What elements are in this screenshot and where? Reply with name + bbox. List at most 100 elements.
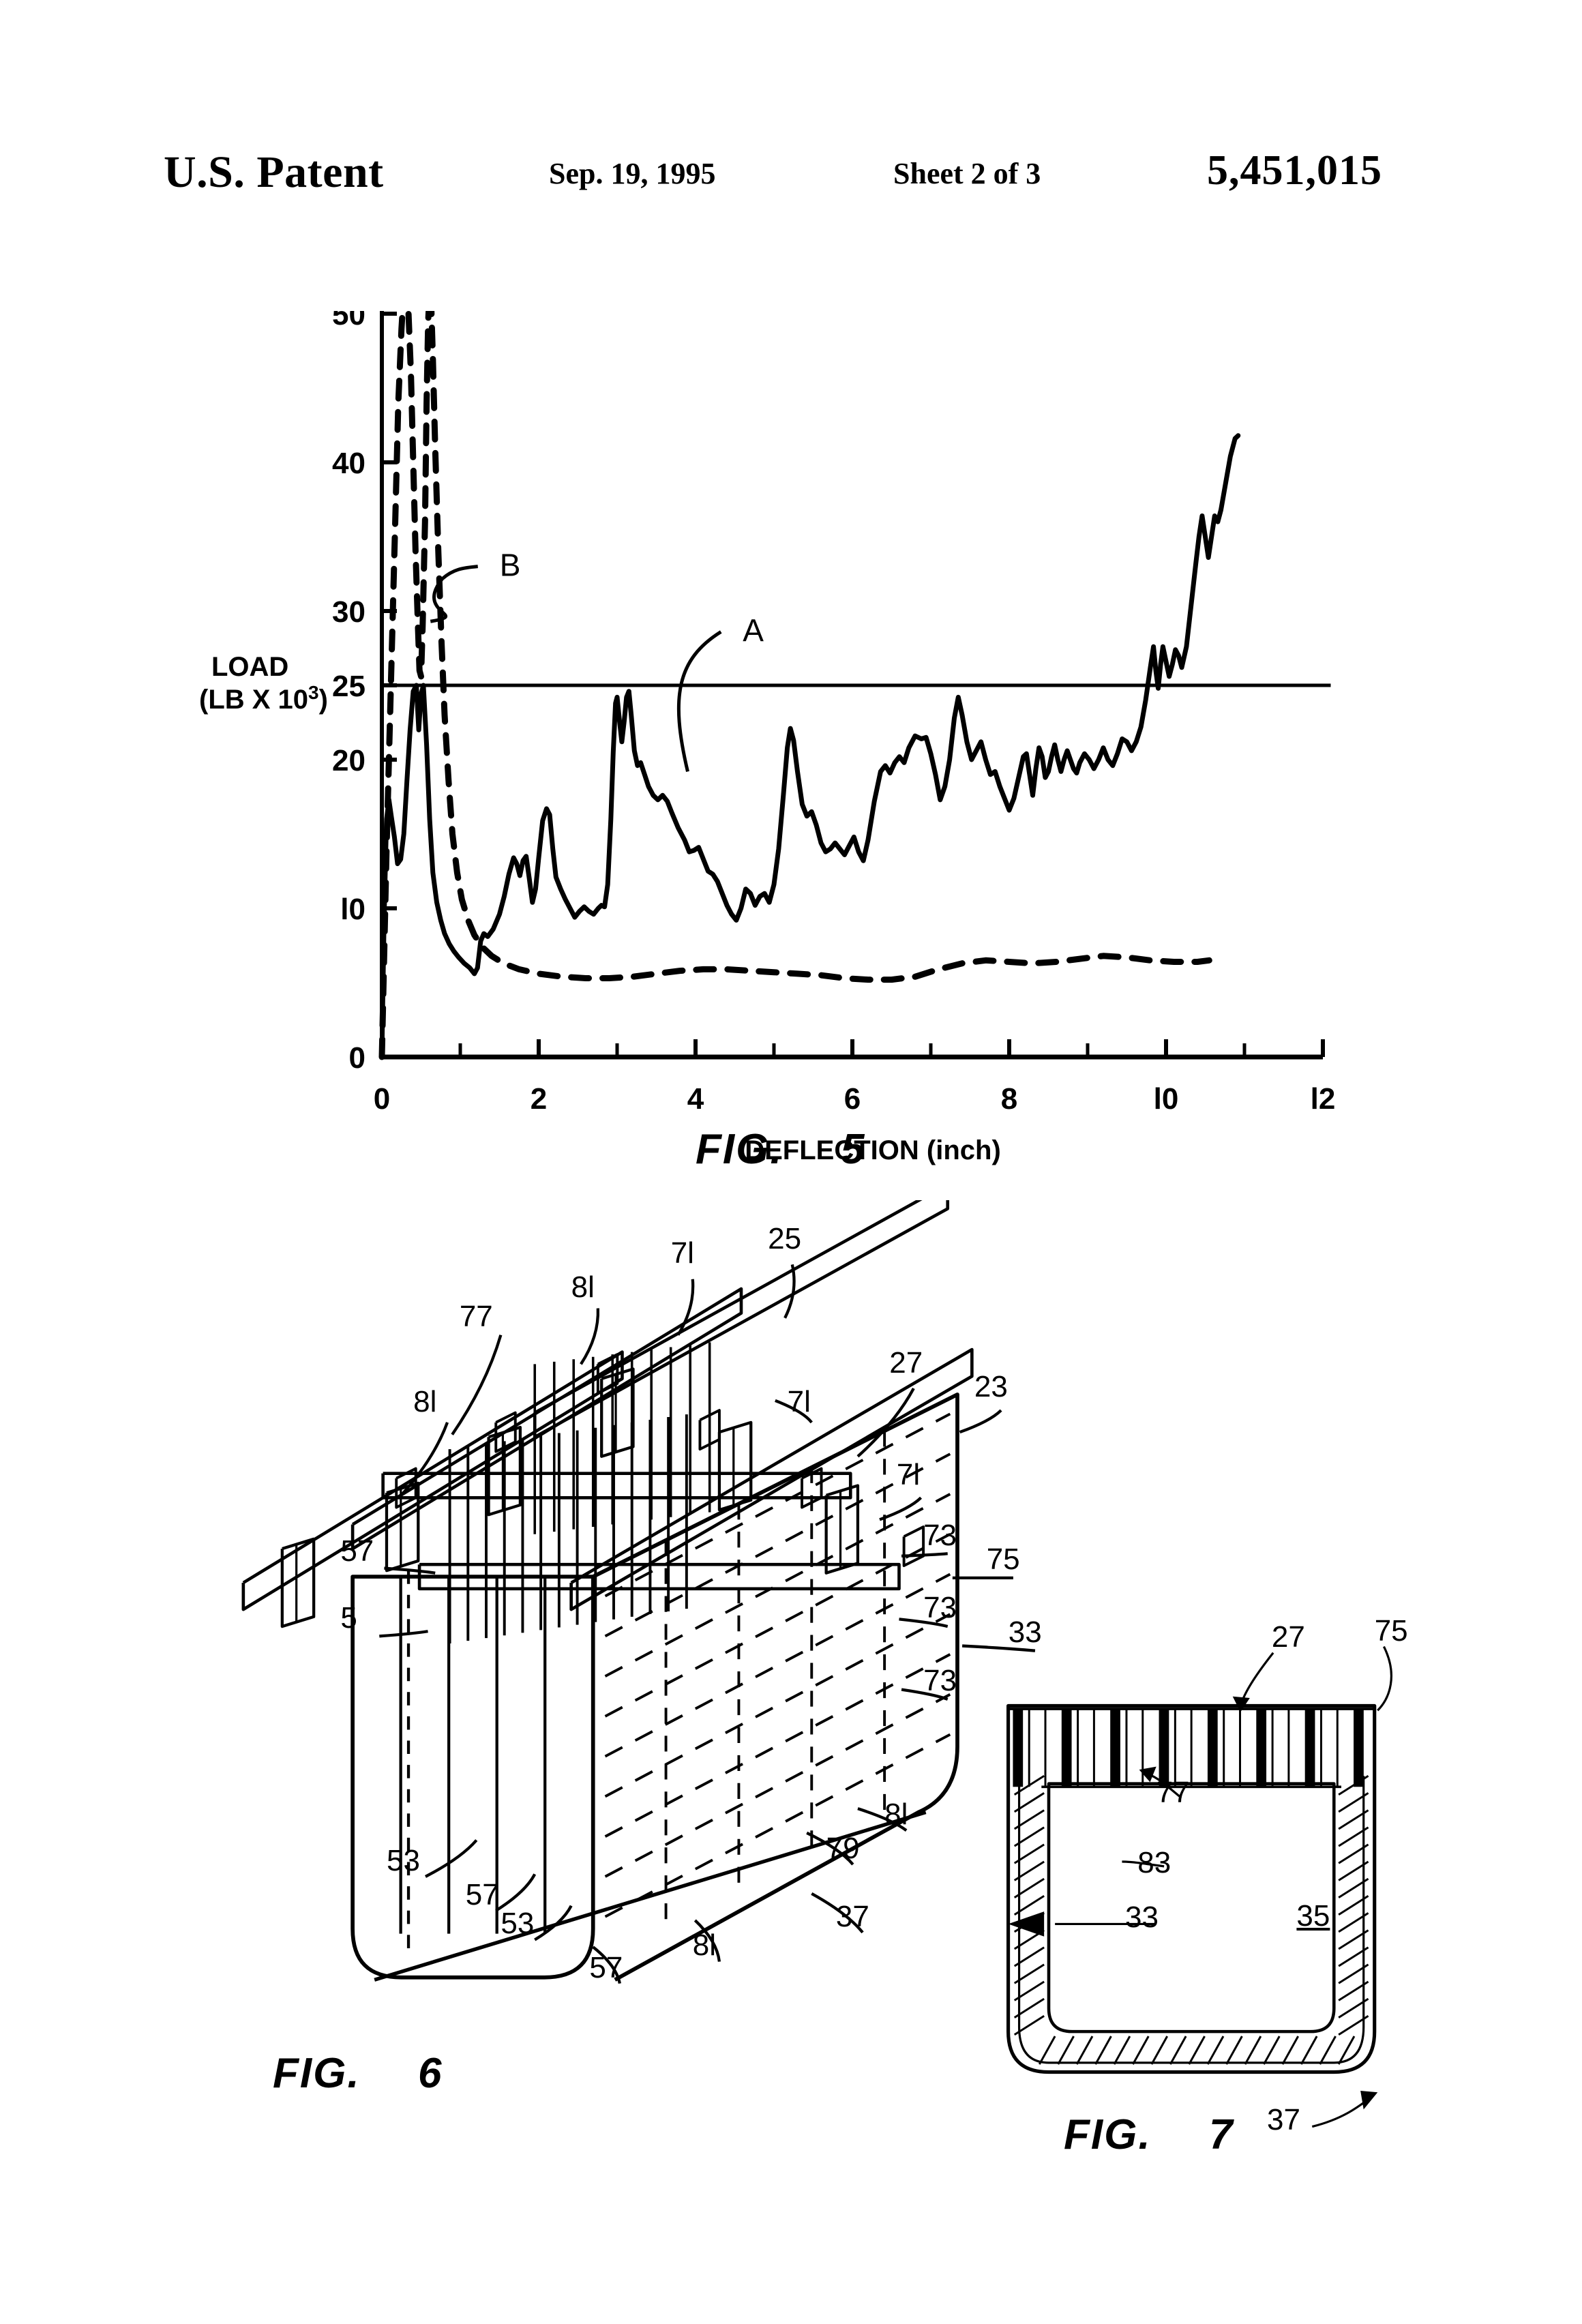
fig6-ref-73-a-10: 73 bbox=[923, 1518, 957, 1552]
leader-line bbox=[424, 1839, 478, 1878]
fig7-ref-27-0: 27 bbox=[1271, 1620, 1305, 1654]
rail-clip bbox=[596, 1353, 619, 1395]
curve-A bbox=[379, 433, 1241, 1060]
post bbox=[280, 1537, 316, 1628]
leader-line bbox=[676, 1279, 695, 1336]
fig7-ref-35-5: 35 bbox=[1296, 1898, 1330, 1933]
patent-date: Sep. 19, 1995 bbox=[549, 157, 716, 190]
figure-5-caption: FIG. 5 bbox=[696, 1126, 866, 1173]
leader-line bbox=[400, 1422, 449, 1497]
corrugated-band bbox=[1008, 1708, 1375, 1789]
y-tick-label: 25 bbox=[332, 670, 365, 703]
leader-line bbox=[856, 1388, 915, 1458]
fig6-ref-5-12: 5 bbox=[340, 1600, 357, 1635]
x-tick-label: 8 bbox=[1001, 1082, 1017, 1116]
hidden-hatch bbox=[604, 1452, 951, 1638]
fig6-ref-81-lower-right-16: 8l bbox=[884, 1798, 908, 1832]
leader-line bbox=[693, 1919, 721, 1962]
leader-line bbox=[961, 1644, 1036, 1652]
fig7-ref-77-2: 77 bbox=[1156, 1776, 1190, 1810]
post bbox=[717, 1420, 753, 1512]
fig6-ref-71-top-2: 7l bbox=[670, 1236, 694, 1270]
hidden-hatch bbox=[604, 1693, 951, 1878]
leader-line bbox=[580, 1308, 600, 1365]
figure-7-caption: FIG. 7 bbox=[1064, 2111, 1234, 2158]
plot-top-mask bbox=[164, 293, 1350, 311]
fig6-ref-53-left-17: 53 bbox=[386, 1843, 420, 1877]
curve-B bbox=[378, 293, 1212, 1060]
leader-line bbox=[899, 1618, 949, 1628]
x-tick-label: 4 bbox=[687, 1082, 704, 1116]
hidden-hatch bbox=[604, 1733, 951, 1918]
leader-83 bbox=[1122, 1860, 1165, 1868]
leader-line-b bbox=[430, 565, 478, 623]
y-axis-label-line1: LOAD bbox=[211, 652, 288, 682]
leader-line bbox=[806, 1831, 854, 1866]
fig6-ref-71-right-8: 7l bbox=[896, 1457, 921, 1491]
x-tick-label: l2 bbox=[1311, 1082, 1336, 1116]
leader-line bbox=[901, 1552, 948, 1558]
leader-line bbox=[451, 1335, 503, 1435]
leader-line bbox=[879, 1496, 923, 1521]
patent-number: 5,451,015 bbox=[1207, 147, 1382, 194]
leader-line-a bbox=[676, 630, 722, 773]
fig6-ref-27-5: 27 bbox=[889, 1345, 923, 1380]
liner-line bbox=[1017, 1776, 1365, 2064]
leader-line bbox=[592, 1946, 621, 1984]
fig7-ref-33-4: 33 bbox=[1125, 1901, 1159, 1935]
leader-line bbox=[379, 1630, 428, 1638]
arrow-33 bbox=[1008, 1911, 1045, 1937]
patent-office-title: U.S. Patent bbox=[164, 147, 384, 197]
fig7-ref-75-1: 75 bbox=[1374, 1613, 1408, 1648]
fig7-leaders bbox=[1008, 1645, 1392, 2128]
hidden-hatch bbox=[604, 1653, 951, 1838]
leader-line bbox=[783, 1264, 796, 1319]
y-tick-label: l0 bbox=[340, 893, 365, 926]
leader-line bbox=[901, 1688, 949, 1701]
hidden-hatch bbox=[604, 1493, 951, 1678]
fig6-linework bbox=[241, 1182, 974, 1982]
fig7-linework bbox=[1006, 1703, 1377, 2074]
fig6-ref-53-lower-20: 53 bbox=[501, 1907, 535, 1941]
fig6-ref-81-bottom-22: 8l bbox=[692, 1928, 716, 1963]
fig6-ref-77-0: 77 bbox=[459, 1300, 493, 1334]
fig6-ref-33-14: 33 bbox=[1008, 1615, 1042, 1650]
leader-line bbox=[534, 1905, 573, 1941]
y-tick-label: 40 bbox=[332, 447, 365, 480]
fig6-ref-23-6: 23 bbox=[974, 1370, 1008, 1404]
arrow-27 bbox=[1232, 1696, 1250, 1712]
leader-line bbox=[959, 1409, 1002, 1434]
fig6-ref-75-11: 75 bbox=[986, 1543, 1020, 1577]
fig6-ref-73-b-13: 73 bbox=[923, 1591, 957, 1625]
fig6-ref-81-top-1: 8l bbox=[571, 1270, 595, 1305]
fig6-ref-57-upper-left-9: 57 bbox=[340, 1534, 374, 1568]
cross-rail-a bbox=[381, 1472, 852, 1500]
curve-label-a: A bbox=[743, 613, 764, 649]
fig6-ref-25-3: 25 bbox=[768, 1222, 802, 1256]
fig6-leaders bbox=[379, 1264, 1036, 1984]
fig6-ref-57-bottom-23: 57 bbox=[589, 1950, 623, 1984]
x-axis-label: DEFLECTION (inch) bbox=[745, 1135, 1001, 1165]
post bbox=[824, 1484, 860, 1575]
hidden-hatch bbox=[604, 1412, 951, 1598]
fig7-ref-37-6: 37 bbox=[1267, 2103, 1300, 2137]
hidden-hatch bbox=[604, 1573, 951, 1758]
rail-clip bbox=[494, 1411, 517, 1453]
leader-75 bbox=[1377, 1645, 1392, 1712]
fig6-ref-37-21: 37 bbox=[835, 1899, 869, 1933]
hidden-hatch bbox=[604, 1613, 951, 1798]
side-panel bbox=[592, 1392, 959, 1982]
hidden-hatch bbox=[604, 1532, 951, 1718]
rail-clip bbox=[698, 1409, 721, 1451]
figure-6-caption: FIG. 6 bbox=[273, 2050, 443, 2097]
patent-sheet-number: Sheet 2 of 3 bbox=[893, 157, 1041, 190]
fig6-ref-73-c-15: 73 bbox=[923, 1664, 957, 1698]
leader-line bbox=[857, 1807, 908, 1832]
rail-clip bbox=[395, 1467, 417, 1509]
leader-line bbox=[811, 1892, 864, 1934]
curve-label-b: B bbox=[500, 548, 521, 583]
